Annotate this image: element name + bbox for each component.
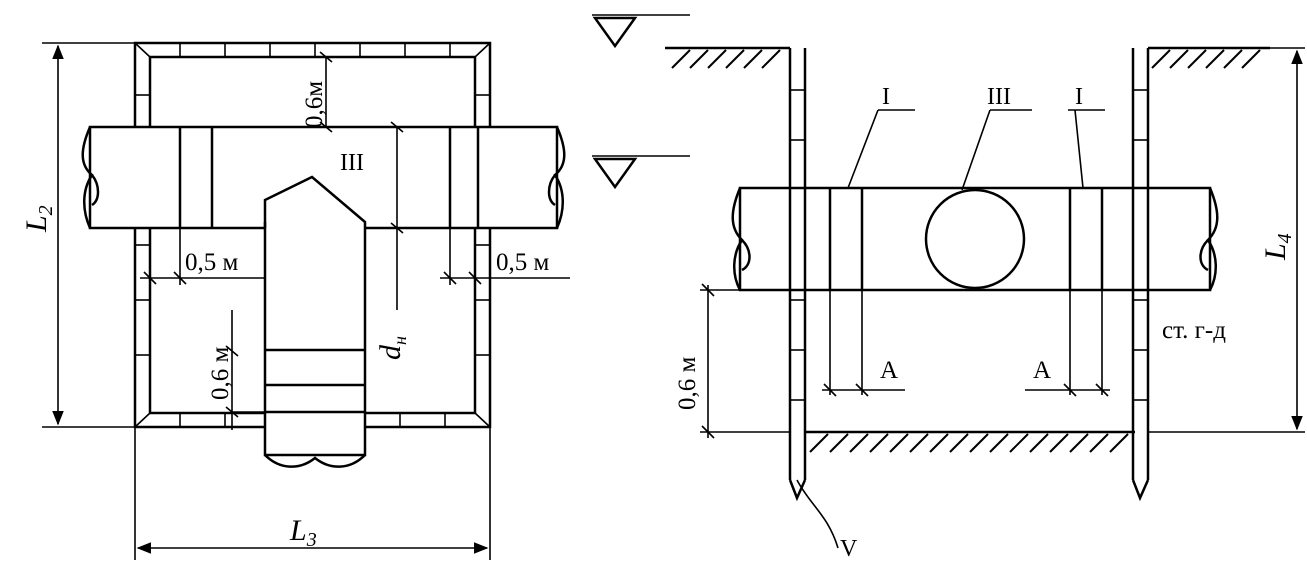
label-06-left: 0,6 м: [207, 347, 234, 401]
dimension-06-section: 0,6 м: [674, 283, 790, 439]
mark-v: V: [840, 536, 858, 562]
label-dn: dн: [374, 336, 410, 360]
mark-iii-plan: III: [340, 150, 364, 176]
section-view: I III I А А: [592, 14, 1305, 562]
dimension-a-left: А: [822, 290, 905, 397]
label-06-top: 0,6м: [301, 81, 328, 128]
mark-iii-section: III: [987, 84, 1011, 110]
leader-mark-i-right: I: [1068, 84, 1105, 189]
label-l4: L4: [1259, 233, 1296, 261]
mark-i-left: I: [882, 84, 890, 110]
branch-cross-section: [924, 188, 1026, 290]
level-marker-top: [592, 14, 690, 49]
dimension-l4: L4: [1148, 47, 1305, 433]
branch-pipe-plan: [263, 175, 367, 468]
dimension-l2: L2: [20, 42, 135, 428]
plan-view: L2 L3: [20, 41, 570, 560]
ground-surface: [665, 46, 1270, 69]
label-06-section: 0,6 м: [674, 357, 701, 411]
mark-i-right: I: [1075, 84, 1083, 110]
dimension-05-left: 0,5 м: [140, 228, 265, 285]
level-marker-mid: [592, 155, 690, 190]
main-pipe-section: [731, 186, 1219, 292]
label-l2: L2: [20, 205, 57, 233]
dimension-l3: L3: [134, 427, 491, 560]
leader-mark-i-left: I: [847, 84, 915, 189]
mark-a-left: А: [880, 357, 898, 384]
mark-a-right: А: [1033, 357, 1051, 384]
soil-note: ст. г-д: [1162, 317, 1226, 344]
leader-mark-v: V: [796, 479, 858, 562]
pit-bottom: [805, 430, 1135, 453]
dimension-06-left: 0,6 м: [207, 310, 265, 430]
label-l3: L3: [289, 514, 317, 551]
leader-mark-iii-section: III: [961, 84, 1032, 191]
dimension-a-right: А: [1025, 290, 1110, 397]
dimension-dn: dн: [374, 121, 410, 360]
label-05-left: 0,5 м: [185, 249, 239, 276]
dimension-06-top: 0,6м: [301, 51, 333, 133]
dimension-05-right: 0,5 м: [440, 228, 570, 285]
label-05-right: 0,5 м: [496, 249, 550, 276]
